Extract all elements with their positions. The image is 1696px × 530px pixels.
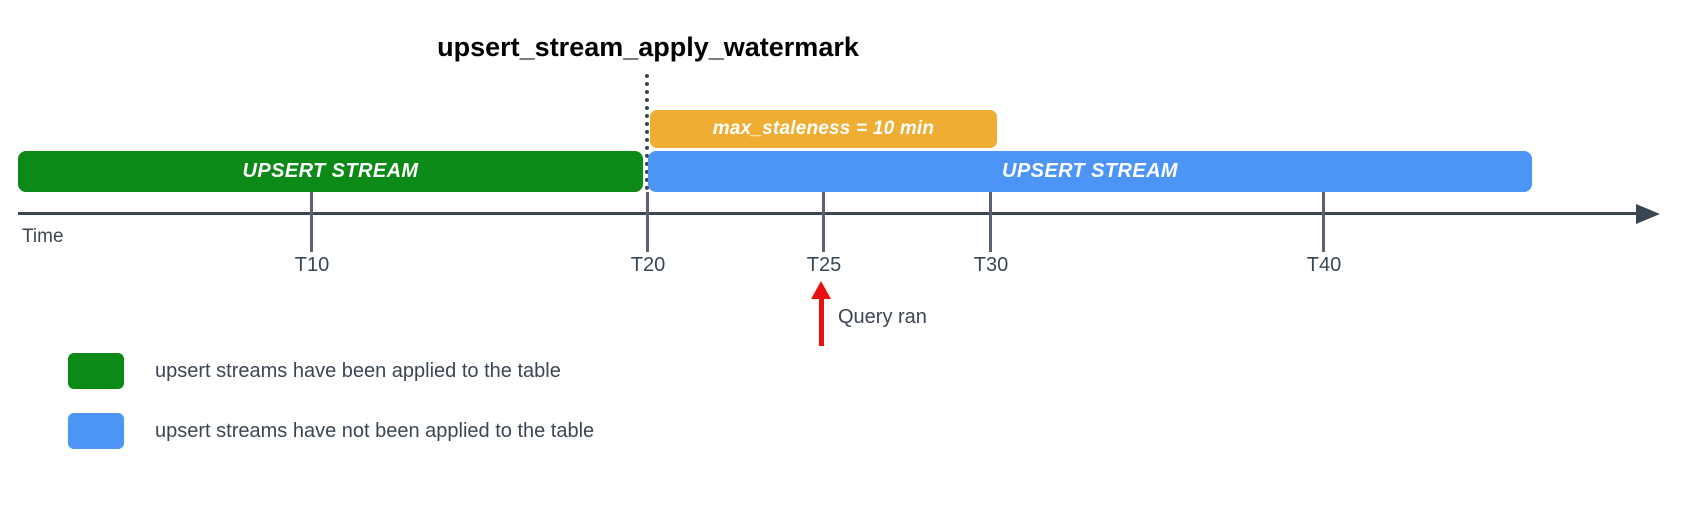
axis-tick-t10 xyxy=(310,192,313,252)
upsert-stream-applied-label: UPSERT STREAM xyxy=(242,160,419,182)
legend: upsert streams have been applied to the … xyxy=(68,353,594,473)
query-ran-arrow-icon xyxy=(811,281,831,299)
legend-swatch xyxy=(68,413,124,449)
axis-tick-label-t10: T10 xyxy=(294,254,330,276)
axis-tick-t40 xyxy=(1322,192,1325,252)
legend-label: upsert streams have been applied to the … xyxy=(155,359,561,382)
legend-item: upsert streams have been applied to the … xyxy=(68,353,594,389)
legend-item: upsert streams have not been applied to … xyxy=(68,413,594,449)
axis-tick-label-t25: T25 xyxy=(806,254,842,276)
axis-tick-t30 xyxy=(989,192,992,252)
time-axis-line xyxy=(18,212,1648,215)
upsert-stream-not-applied-bar: UPSERT STREAM xyxy=(648,151,1532,192)
legend-swatch xyxy=(68,353,124,389)
upsert-stream-applied-bar: UPSERT STREAM xyxy=(18,151,643,192)
page-title: upsert_stream_apply_watermark xyxy=(437,32,859,62)
axis-tick-t20 xyxy=(646,192,649,252)
time-axis-label: Time xyxy=(22,226,64,247)
query-ran-arrow-shaft xyxy=(819,296,824,346)
legend-label: upsert streams have not been applied to … xyxy=(155,419,595,442)
query-ran-label: Query ran xyxy=(838,306,927,328)
time-axis-arrow-icon xyxy=(1636,204,1660,224)
max-staleness-bar: max_staleness = 10 min xyxy=(650,110,997,148)
axis-tick-t25 xyxy=(822,192,825,252)
axis-tick-label-t30: T30 xyxy=(973,254,1009,276)
upsert-stream-not-applied-label: UPSERT STREAM xyxy=(1002,160,1178,182)
watermark-dotted-line xyxy=(645,74,649,190)
axis-tick-label-t40: T40 xyxy=(1306,254,1342,276)
max-staleness-label: max_staleness = 10 min xyxy=(712,118,935,139)
axis-tick-label-t20: T20 xyxy=(630,254,666,276)
